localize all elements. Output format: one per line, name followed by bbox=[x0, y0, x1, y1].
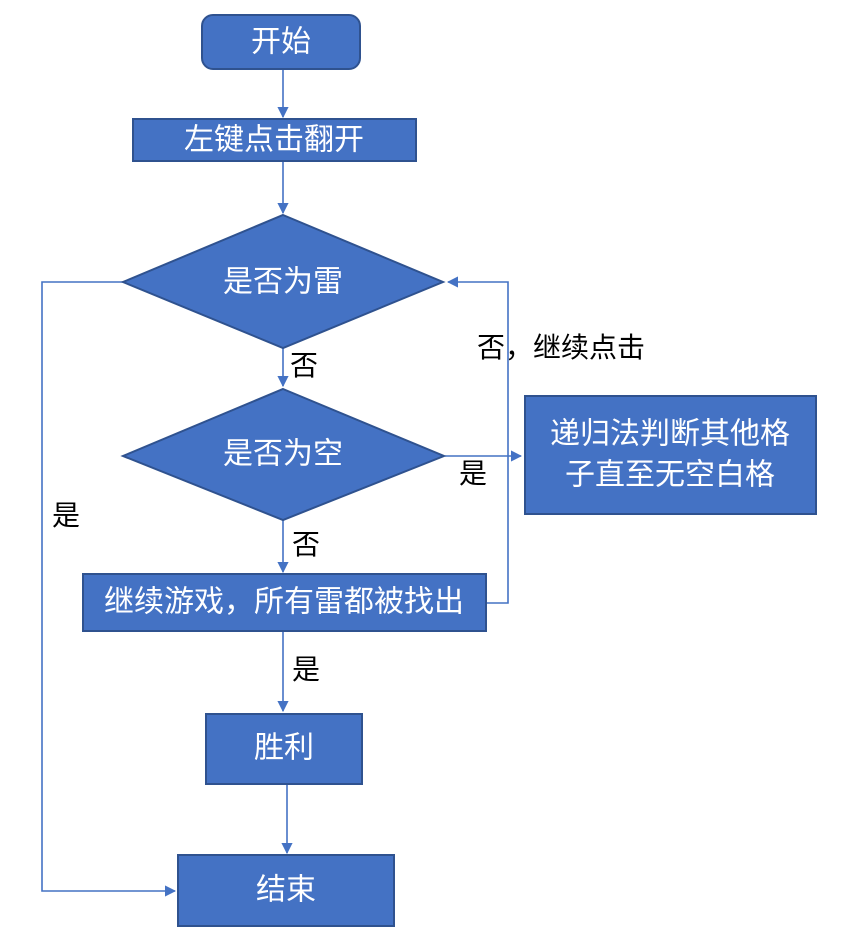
edge-label-mine-no: 否 bbox=[290, 349, 318, 382]
is-blank-label: 是否为空 bbox=[223, 437, 343, 472]
node-is-mine: 是否为雷 bbox=[120, 213, 446, 350]
node-win: 胜利 bbox=[205, 713, 363, 785]
is-blank-decision-shape bbox=[120, 387, 447, 522]
is-mine-label: 是否为雷 bbox=[223, 265, 343, 300]
node-end: 结束 bbox=[177, 854, 395, 927]
win-process-shape bbox=[205, 713, 363, 785]
is-mine-decision-shape bbox=[120, 213, 446, 350]
win-label: 胜利 bbox=[254, 731, 314, 766]
start-terminal-shape bbox=[201, 14, 361, 70]
connector-continue-loop-to-is-mine bbox=[446, 276, 509, 604]
connectors bbox=[41, 69, 523, 897]
end-process-shape bbox=[177, 854, 395, 927]
edge-labels: 否 否，继续点击 是 是 否 是 bbox=[52, 331, 645, 686]
continue-game-process-shape bbox=[82, 573, 487, 632]
node-is-blank: 是否为空 bbox=[120, 387, 447, 522]
node-start: 开始 bbox=[201, 14, 361, 70]
end-label: 结束 bbox=[256, 873, 316, 908]
node-recursive: 递归法判断其他格 子直至无空白格 bbox=[524, 395, 817, 515]
recursive-label-line2: 子直至无空白格 bbox=[565, 458, 775, 493]
edge-label-continue-yes: 是 bbox=[292, 653, 320, 686]
start-label: 开始 bbox=[251, 25, 311, 60]
edge-label-blank-no: 否 bbox=[292, 528, 320, 561]
recursive-label-line1: 递归法判断其他格 bbox=[550, 417, 790, 452]
recursive-process-shape bbox=[524, 395, 817, 515]
connector-is-mine-to-end bbox=[41, 281, 177, 897]
edge-label-blank-yes: 是 bbox=[459, 457, 487, 490]
node-continue-game: 继续游戏，所有雷都被找出 bbox=[82, 573, 487, 632]
edge-label-mine-yes: 是 bbox=[52, 499, 80, 532]
left-click-label: 左键点击翻开 bbox=[184, 123, 364, 158]
node-left-click: 左键点击翻开 bbox=[132, 118, 417, 162]
left-click-process-shape bbox=[132, 118, 417, 162]
continue-game-label: 继续游戏，所有雷都被找出 bbox=[104, 585, 464, 620]
edge-label-continue-no: 否，继续点击 bbox=[477, 331, 645, 364]
